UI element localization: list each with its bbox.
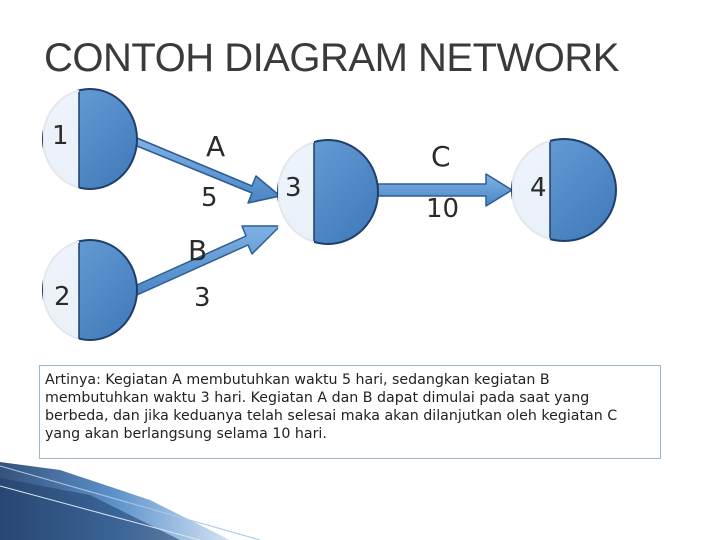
activity-b-name: B xyxy=(188,234,207,267)
node-1: 1 xyxy=(42,88,138,190)
activity-a-duration: 5 xyxy=(201,183,218,213)
activity-a-name: A xyxy=(206,130,225,163)
node-3-label: 3 xyxy=(285,173,302,203)
node-4-label: 4 xyxy=(530,173,547,203)
activity-c-name: C xyxy=(431,140,451,173)
node-2-label: 2 xyxy=(54,282,71,312)
arrow-activity-b xyxy=(136,225,281,296)
page-title: CONTOH DIAGRAM NETWORK xyxy=(44,36,619,80)
activity-b-duration: 3 xyxy=(194,283,211,313)
arrow-activity-c xyxy=(377,173,513,207)
arrow-activity-a xyxy=(136,137,281,204)
explanation-text: Artinya: Kegiatan A membutuhkan waktu 5 … xyxy=(39,365,661,459)
node-4: 4 xyxy=(511,138,617,242)
node-3: 3 xyxy=(277,139,379,245)
node-1-label: 1 xyxy=(52,121,69,151)
activity-c-duration: 10 xyxy=(426,194,459,224)
node-2: 2 xyxy=(42,239,138,341)
decorative-corner-stripe xyxy=(0,462,261,540)
